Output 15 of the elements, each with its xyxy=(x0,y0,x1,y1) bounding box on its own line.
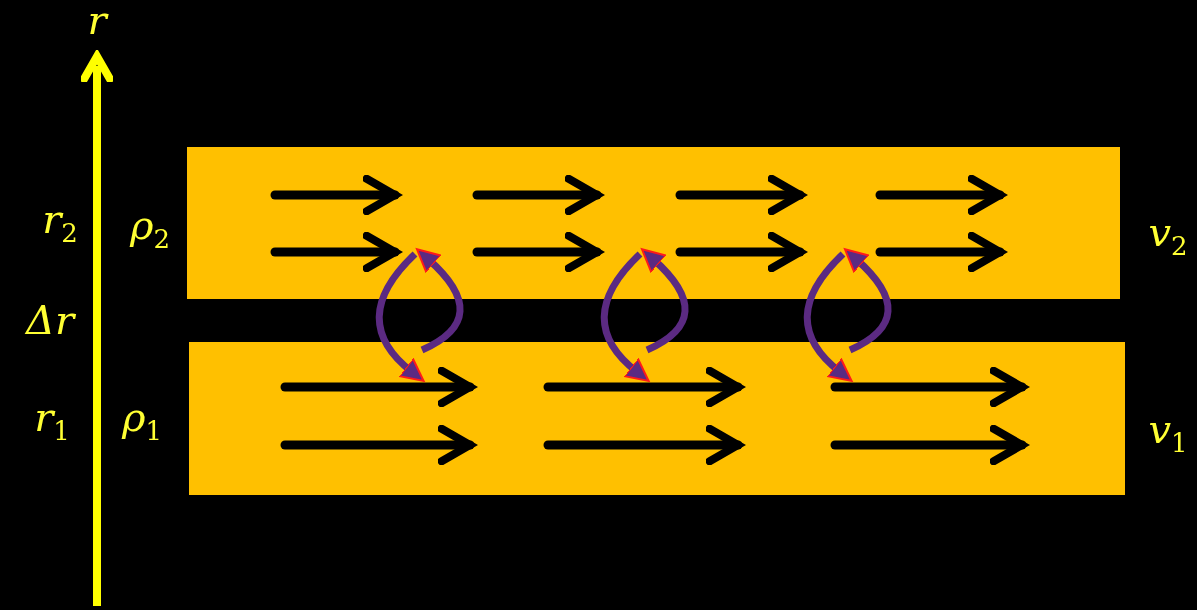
velocity-symbol: v$_{1}$ xyxy=(1148,408,1188,456)
density-symbol: ρ$_{1}$ xyxy=(121,396,163,444)
mixing-arrow xyxy=(803,251,853,383)
fluid-layer xyxy=(189,342,1125,495)
mixing-arrow xyxy=(600,251,650,383)
mixing-arrow xyxy=(844,247,892,354)
radius-label: r$_{1}$ xyxy=(34,396,70,444)
mixing-arrow xyxy=(375,251,425,383)
density-symbol: ρ$_{2}$ xyxy=(129,204,171,252)
mixing-arrow xyxy=(641,247,689,354)
velocity-symbol: v$_{2}$ xyxy=(1148,211,1188,259)
radius-gap-label: Δr xyxy=(26,300,74,340)
radius-label: r$_{2}$ xyxy=(42,198,78,246)
axis-label: r xyxy=(87,0,107,40)
mixing-arrow xyxy=(416,247,464,354)
